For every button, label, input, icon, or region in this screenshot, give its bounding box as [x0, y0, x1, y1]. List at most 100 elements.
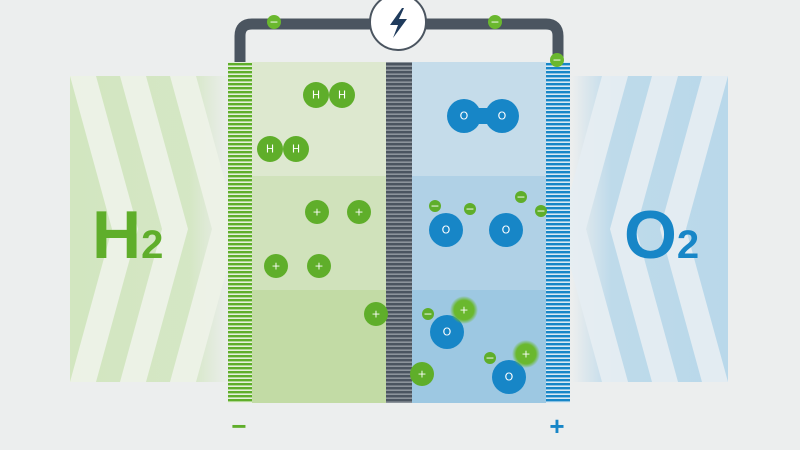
stripe: [386, 311, 412, 314]
stripe: [228, 159, 252, 162]
stripe: [546, 363, 570, 366]
stripe: [546, 303, 570, 306]
stripe: [228, 259, 252, 262]
oxygen-symbol: O2: [624, 197, 699, 273]
stripe: [386, 375, 412, 378]
cathode-electrode: [546, 62, 570, 403]
stripe: [386, 147, 412, 150]
svg-text:+: +: [459, 304, 468, 317]
stripe: [546, 295, 570, 298]
stripe: [228, 283, 252, 286]
svg-text:−: −: [423, 308, 432, 321]
stripe: [228, 215, 252, 218]
stripe: [546, 119, 570, 122]
stripe: [228, 287, 252, 290]
stripe: [546, 123, 570, 126]
svg-text:−: −: [269, 16, 278, 29]
stripe: [546, 155, 570, 158]
stripe: [386, 159, 412, 162]
svg-text:+: +: [371, 308, 380, 321]
stripe: [546, 163, 570, 166]
stripe: [386, 231, 412, 234]
stripe: [228, 335, 252, 338]
stripe: [546, 75, 570, 78]
stripe: [546, 87, 570, 90]
stripe: [386, 183, 412, 186]
stripe: [386, 211, 412, 214]
stripe: [228, 111, 252, 114]
stripe: [386, 303, 412, 306]
water-molecule: O + −: [484, 340, 540, 394]
svg-text:−: −: [552, 54, 561, 67]
stripe: [386, 203, 412, 206]
stripe: [228, 163, 252, 166]
stripe: [546, 263, 570, 266]
stripe: [386, 75, 412, 78]
stripe: [228, 191, 252, 194]
stripe: [386, 267, 412, 270]
stripe: [546, 335, 570, 338]
stripe: [228, 207, 252, 210]
stripe: [546, 107, 570, 110]
stripe: [386, 87, 412, 90]
stripe: [546, 71, 570, 74]
stripe: [386, 71, 412, 74]
stripe: [546, 215, 570, 218]
stripe: [546, 387, 570, 390]
stripe: [386, 379, 412, 382]
svg-text:−: −: [516, 191, 525, 204]
stripe: [386, 299, 412, 302]
stripe: [228, 151, 252, 154]
svg-text:H: H: [266, 143, 274, 156]
stripe: [546, 103, 570, 106]
stripe: [228, 383, 252, 386]
stripe: [386, 275, 412, 278]
stripe: [228, 71, 252, 74]
stripe: [546, 279, 570, 282]
svg-text:O: O: [443, 326, 452, 339]
stripe: [228, 267, 252, 270]
stripe: [228, 239, 252, 242]
svg-text:−: −: [490, 16, 499, 29]
stripe: [546, 287, 570, 290]
svg-text:−: −: [465, 203, 474, 216]
stripe: [546, 323, 570, 326]
stripe: [228, 223, 252, 226]
stripe: [228, 303, 252, 306]
stripe: [386, 191, 412, 194]
stripe: [546, 187, 570, 190]
stripe: [386, 215, 412, 218]
stripe: [228, 187, 252, 190]
stripe: [386, 223, 412, 226]
circuit-electron-left: −: [267, 15, 281, 29]
stripe: [228, 363, 252, 366]
stripe: [228, 167, 252, 170]
stripe: [386, 395, 412, 398]
stripe: [546, 383, 570, 386]
stripe: [228, 299, 252, 302]
stripe: [386, 315, 412, 318]
stripe: [546, 159, 570, 162]
stripe: [228, 107, 252, 110]
stripe: [386, 363, 412, 366]
oxygen-atom: O: [429, 213, 463, 247]
svg-text:+: +: [354, 206, 363, 219]
stripe: [546, 399, 570, 402]
stripe: [546, 395, 570, 398]
stripe: [228, 371, 252, 374]
stripe: [386, 251, 412, 254]
external-circuit: − − −: [234, 0, 564, 67]
stripe: [228, 179, 252, 182]
stripe: [386, 343, 412, 346]
stripe: [386, 347, 412, 350]
stripe: [546, 283, 570, 286]
stripe: [228, 323, 252, 326]
stripe: [228, 343, 252, 346]
stripe: [546, 127, 570, 130]
stripe: [228, 199, 252, 202]
stripe: [546, 115, 570, 118]
stripe: [546, 391, 570, 394]
stripe: [386, 387, 412, 390]
hydrogen-molecule: H H: [257, 136, 309, 162]
stripe: [386, 179, 412, 182]
